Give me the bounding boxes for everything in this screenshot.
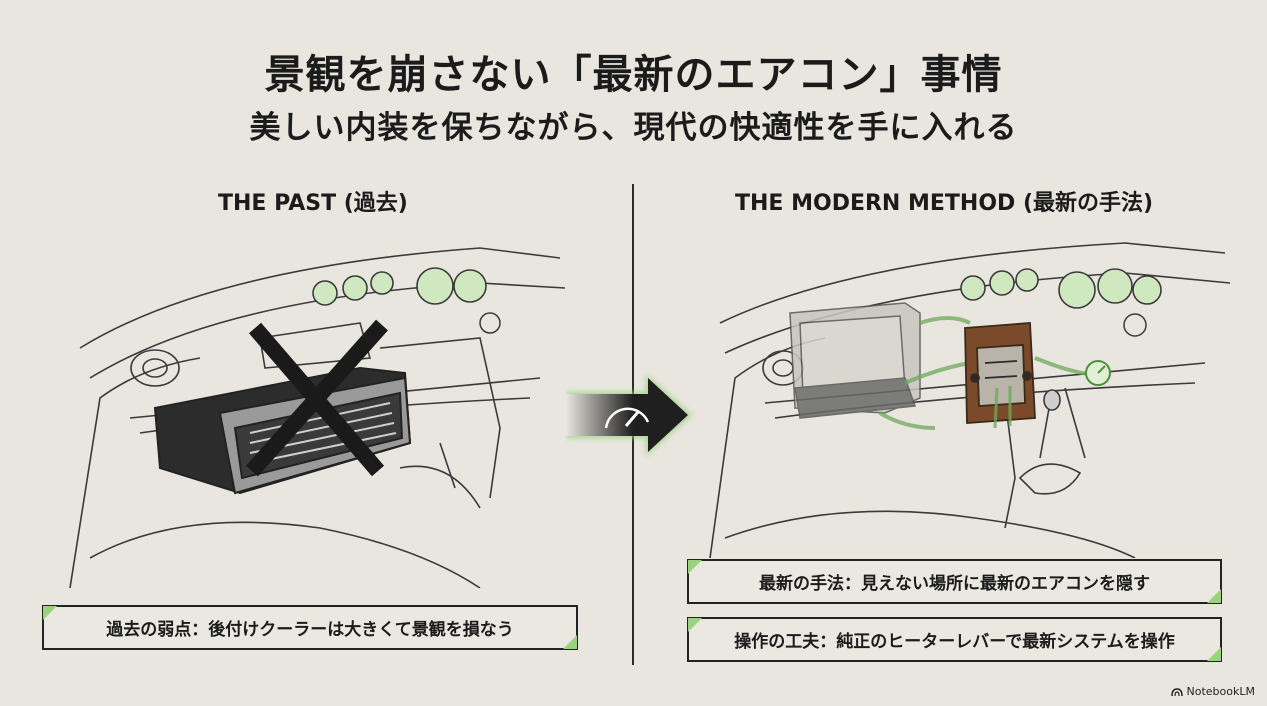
modern-section-label: THE MODERN METHOD (最新の手法)	[735, 191, 1154, 216]
modern-caption-text: 最新の手法：見えない場所に最新のエアコンを隠す	[759, 574, 1150, 594]
page-title: 景観を崩さない「最新のエアコン」事情	[264, 52, 1003, 98]
past-dashboard-illustration	[69, 247, 566, 588]
page-subtitle: 美しい内装を保ちながら、現代の快適性を手に入れる	[249, 110, 1018, 146]
past-section-label: THE PAST (過去)	[218, 191, 408, 216]
past-caption: 過去の弱点：後付けクーラーは大きくて景観を損なう	[42, 605, 578, 650]
corner-accent	[43, 606, 57, 620]
modern-caption-hide: 最新の手法：見えない場所に最新のエアコンを隠す	[687, 559, 1222, 604]
gauge-icon	[604, 407, 650, 429]
modern-caption-text: 操作の工夫：純正のヒーターレバーで最新システムを操作	[734, 632, 1175, 652]
corner-accent	[563, 635, 577, 649]
corner-accent	[1207, 647, 1221, 661]
transition-arrow	[566, 374, 692, 456]
modern-caption-control: 操作の工夫：純正のヒーターレバーで最新システムを操作	[687, 617, 1222, 662]
watermark-text: NotebookLM	[1186, 685, 1255, 698]
corner-accent	[688, 560, 702, 574]
corner-accent	[688, 618, 702, 632]
notebooklm-watermark: NotebookLM	[1170, 685, 1255, 698]
modern-dashboard-illustration	[709, 242, 1231, 558]
past-caption-text: 過去の弱点：後付けクーラーは大きくて景観を損なう	[106, 620, 514, 640]
corner-accent	[1207, 589, 1221, 603]
notebooklm-logo-icon	[1170, 687, 1183, 696]
